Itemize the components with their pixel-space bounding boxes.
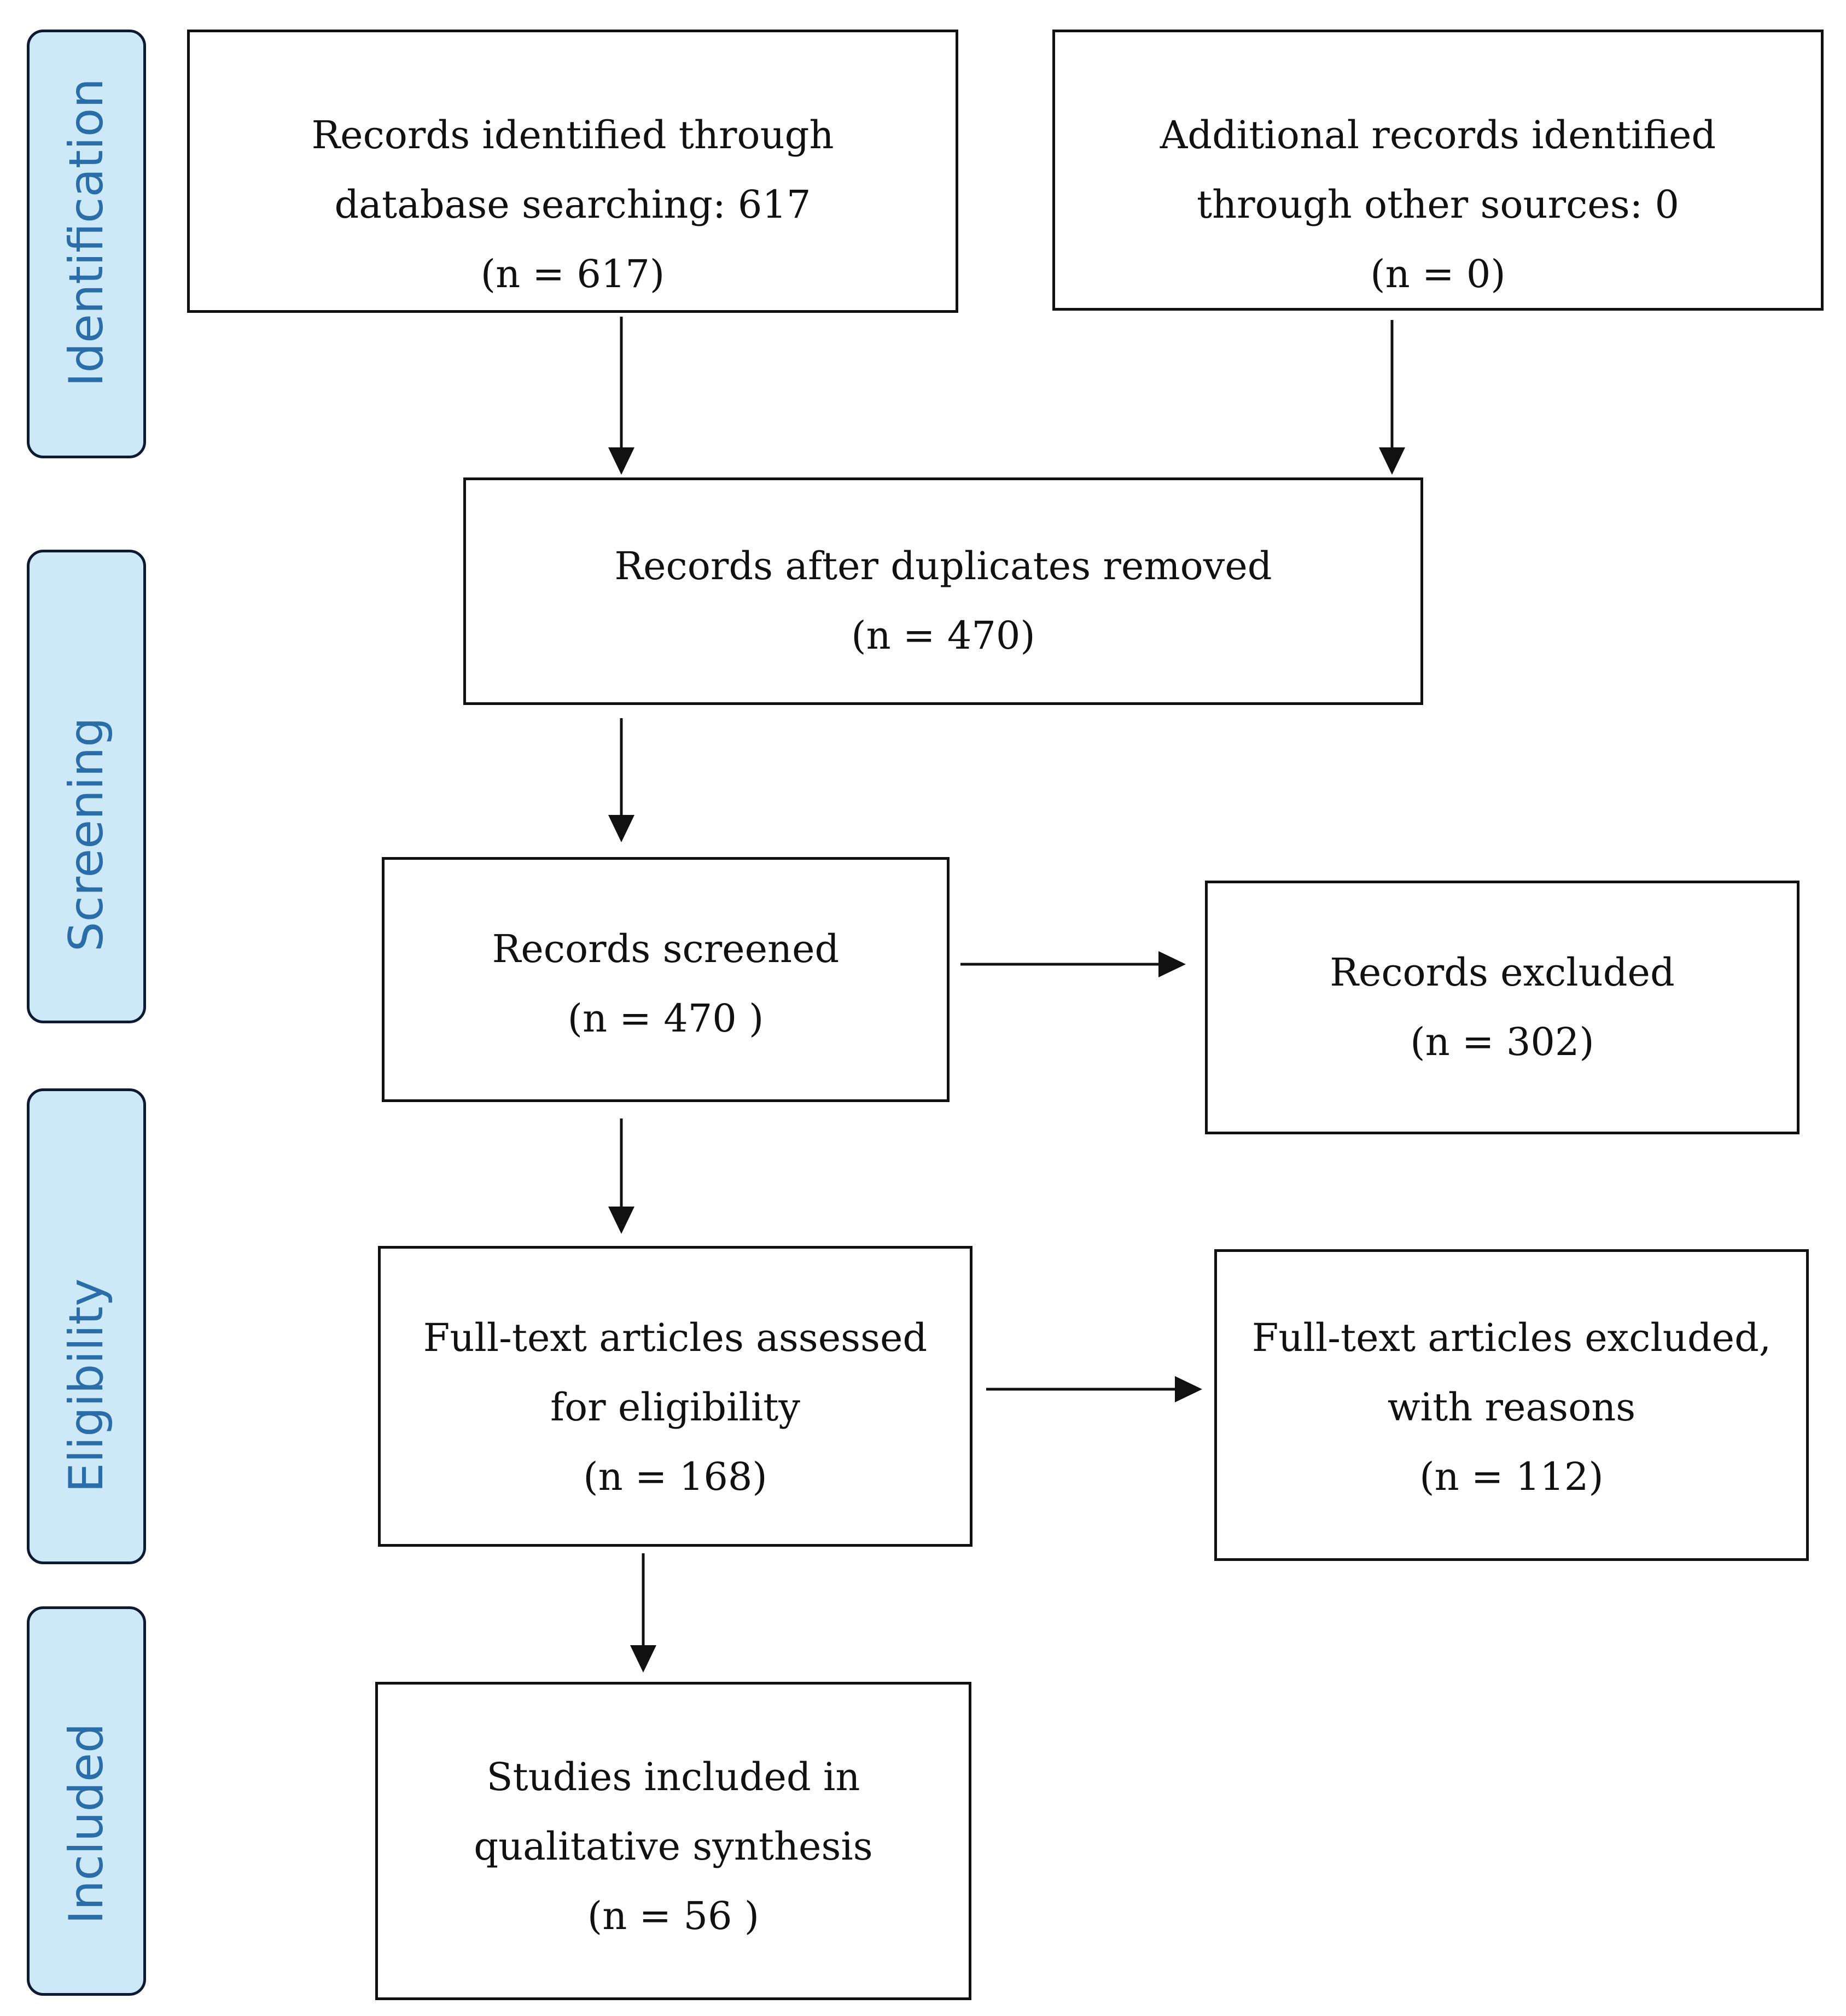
box-text-line: (n = 617): [480, 252, 665, 296]
box-text-line: for eligibility: [550, 1385, 800, 1430]
box-fulltext-excluded: Full-text articles excluded, with reason…: [1214, 1249, 1809, 1561]
box-text-line: (n = 302): [1410, 1019, 1594, 1064]
box-text-line: (n = 168): [583, 1454, 767, 1499]
arrowhead: [1379, 447, 1405, 475]
box-text-line: Full-text articles excluded,: [1251, 1315, 1772, 1360]
arrowhead: [1158, 951, 1186, 977]
box-fulltext-assessed: Full-text articles assessed for eligibil…: [378, 1246, 973, 1547]
phase-included: Included: [27, 1606, 146, 1996]
box-text-line: Additional records identified: [1160, 113, 1716, 158]
box-text-line: Records screened: [492, 927, 840, 971]
arrowhead: [630, 1645, 656, 1673]
arrowhead: [608, 1207, 634, 1234]
box-text-line: (n = 470): [851, 613, 1035, 658]
arrowhead: [608, 447, 634, 475]
box-text-line: qualitative synthesis: [474, 1824, 873, 1869]
box-text-line: Records identified through: [311, 113, 834, 158]
box-text-line: Records excluded: [1330, 950, 1675, 995]
phase-screening: Screening: [27, 550, 146, 1023]
box-text-line: database searching: 617: [334, 182, 811, 227]
box-text-line: (n = 0): [1370, 252, 1506, 296]
box-text-line: (n = 470 ): [567, 996, 764, 1041]
box-text-line: Records after duplicates removed: [614, 544, 1272, 589]
box-text-line: with reasons: [1387, 1385, 1636, 1430]
box-text-line: Studies included in: [486, 1755, 860, 1799]
arrowhead: [1175, 1376, 1202, 1402]
arrowhead: [608, 815, 634, 842]
box-records-after-duplicates-removed: Records after duplicates removed (n = 47…: [463, 477, 1423, 705]
phase-eligibility: Eligibility: [27, 1088, 146, 1564]
box-text-line: (n = 56 ): [587, 1893, 760, 1938]
box-records-excluded: Records excluded (n = 302): [1205, 881, 1800, 1134]
box-text-line: through other sources: 0: [1196, 182, 1680, 227]
box-records-identified-database: Records identified through database sear…: [187, 30, 958, 313]
box-records-screened: Records screened (n = 470 ): [382, 857, 950, 1102]
box-studies-included: Studies included in qualitative synthesi…: [375, 1682, 971, 2000]
phase-identification: Identification: [27, 30, 146, 458]
box-additional-records-other-sources: Additional records identified through ot…: [1052, 30, 1824, 311]
box-text-line: Full-text articles assessed: [423, 1315, 928, 1360]
box-text-line: (n = 112): [1419, 1454, 1604, 1499]
